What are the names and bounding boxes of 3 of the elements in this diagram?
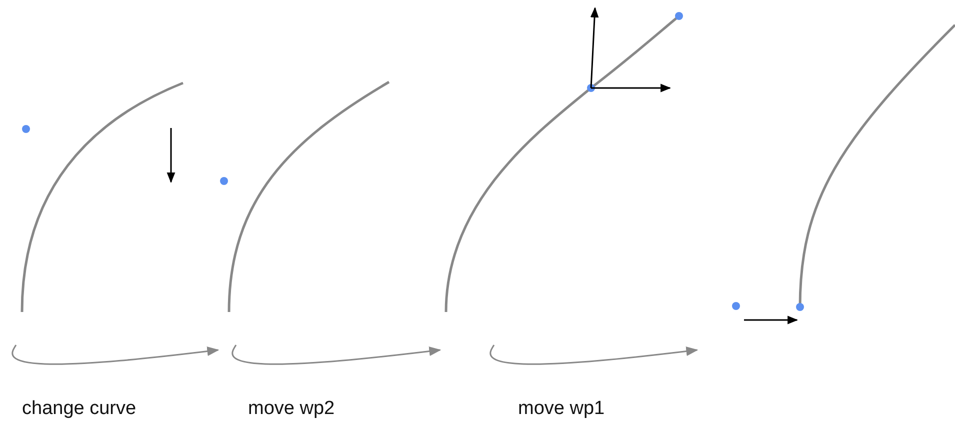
step-label: move wp2 — [248, 398, 335, 420]
step-label: move wp1 — [518, 398, 605, 420]
step-label: change curve — [22, 398, 136, 420]
